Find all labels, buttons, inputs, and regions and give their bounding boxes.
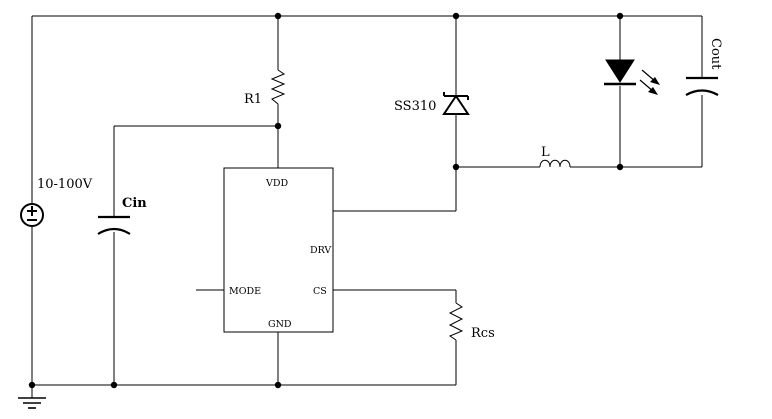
ic-pin-gnd: GND bbox=[268, 319, 292, 330]
cin-capacitor-symbol bbox=[97, 215, 131, 235]
voltage-source-symbol bbox=[20, 203, 44, 227]
r1-label: R1 bbox=[244, 92, 262, 107]
cout-label: Cout bbox=[708, 38, 723, 70]
supply-voltage-label: 10-100V bbox=[37, 177, 93, 192]
rcs-label: Rcs bbox=[471, 326, 495, 341]
ic-pin-mode: MODE bbox=[229, 286, 261, 297]
cin-label: Cin bbox=[122, 196, 147, 211]
rcs-resistor-symbol bbox=[448, 302, 464, 341]
ground-symbol bbox=[18, 397, 46, 409]
controller-ic bbox=[223, 167, 334, 333]
cout-capacitor-symbol bbox=[685, 76, 719, 96]
schottky-diode-symbol bbox=[442, 86, 470, 122]
junction-dots bbox=[28, 12, 624, 389]
inductor-label: L bbox=[541, 145, 550, 160]
r1-resistor-symbol bbox=[270, 69, 286, 105]
led-symbol bbox=[604, 54, 660, 95]
ic-pin-cs: CS bbox=[313, 286, 327, 297]
diode-label: SS310 bbox=[394, 99, 436, 114]
ic-pin-drv: DRV bbox=[310, 245, 331, 256]
ic-pin-vdd: VDD bbox=[265, 178, 288, 189]
wires bbox=[31, 15, 703, 398]
inductor-symbol bbox=[539, 159, 571, 168]
